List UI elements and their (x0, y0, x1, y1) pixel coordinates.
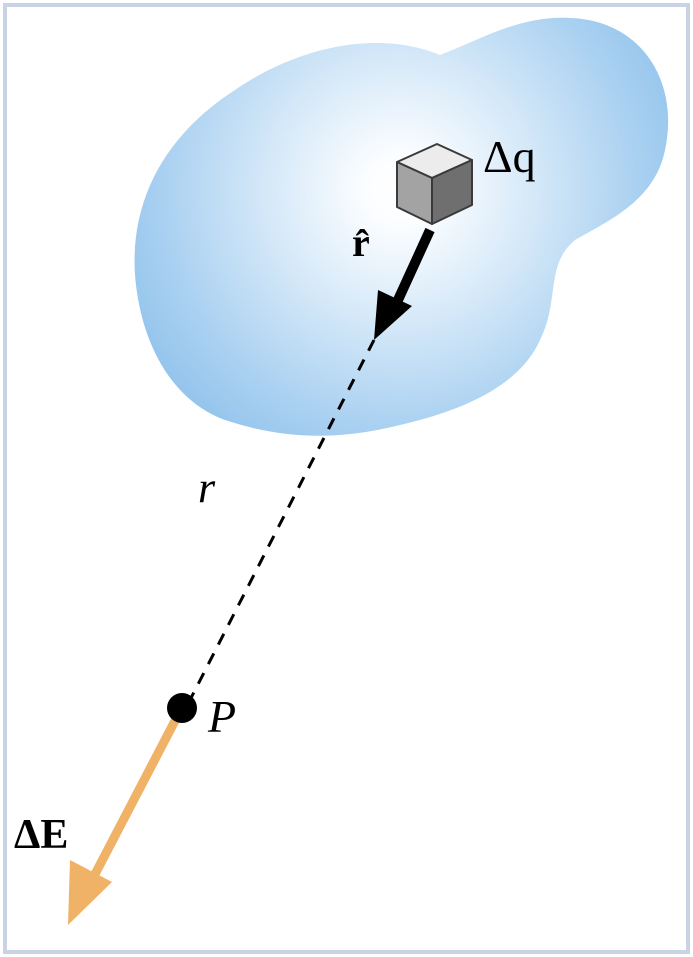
point-p-dot (167, 693, 197, 723)
field-arrow-head (68, 860, 112, 925)
cube-icon (396, 143, 473, 225)
distance-line (188, 339, 376, 701)
r-hat-arrow-head (374, 290, 412, 340)
field-element-label: ΔE (14, 812, 68, 858)
point-label: P (207, 691, 236, 742)
charged-body (134, 17, 669, 436)
field-arrow-shaft (88, 712, 182, 883)
unit-vector-label: r̂ (352, 220, 370, 265)
charge-element-label: Δq (483, 131, 536, 182)
distance-label: r (198, 463, 216, 512)
r-hat-arrow-shaft (393, 227, 435, 303)
